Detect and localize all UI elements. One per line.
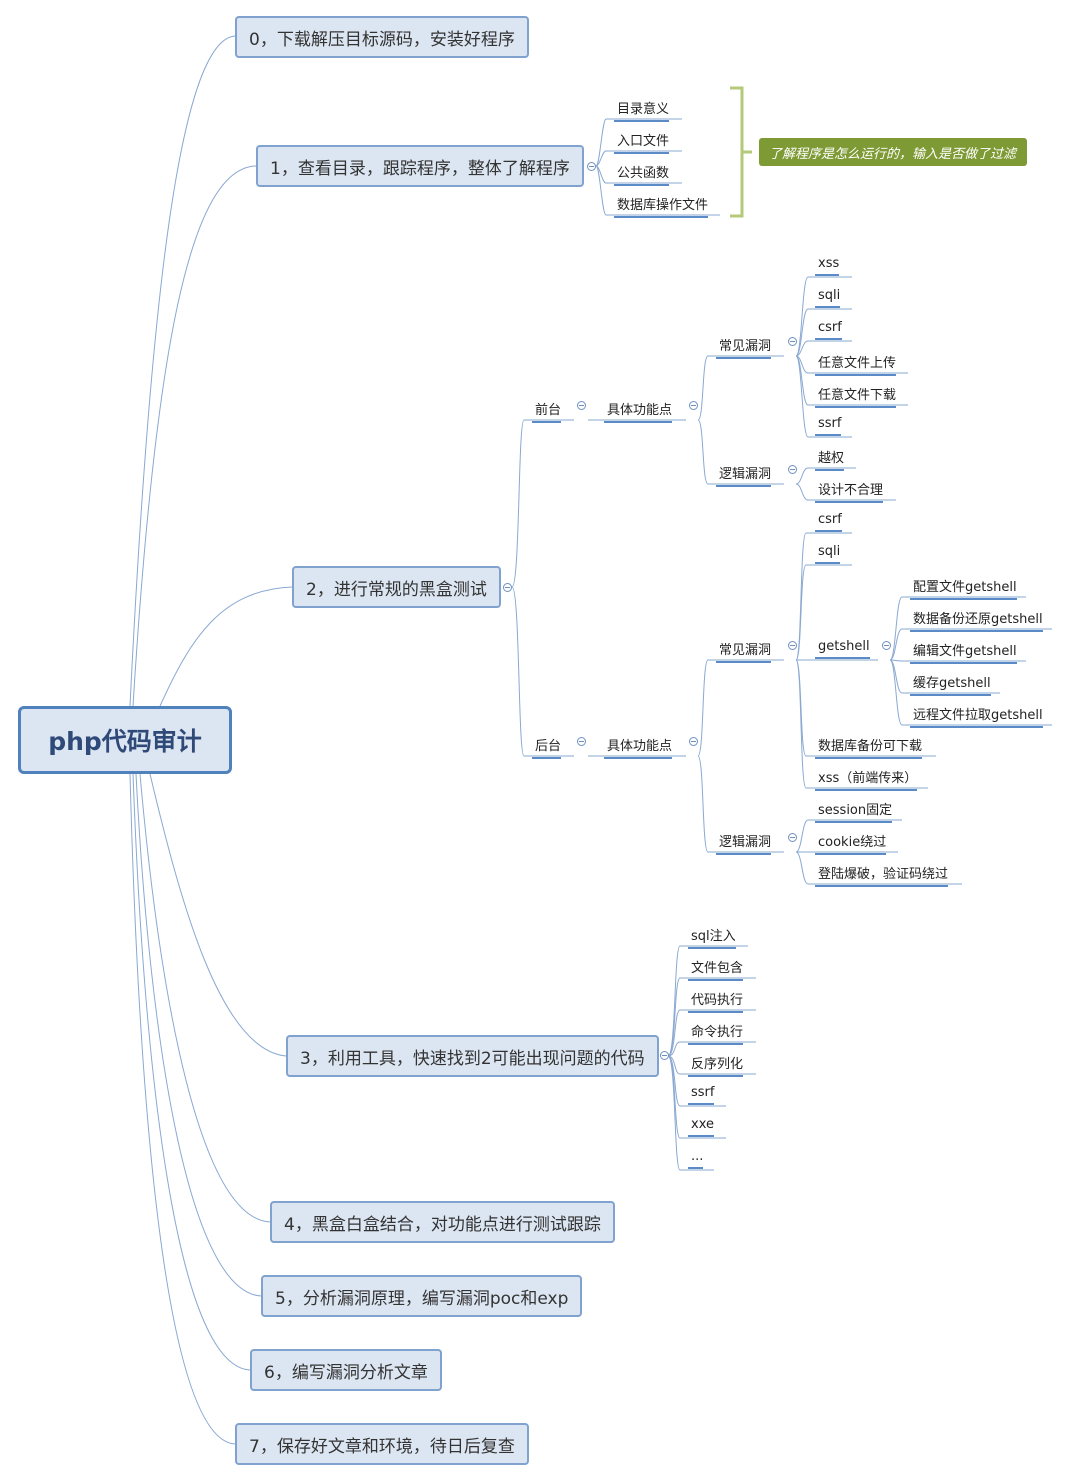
tool-item[interactable]: xxe: [688, 1117, 714, 1137]
connector-root-step5: [135, 773, 262, 1297]
getshell-item[interactable]: 数据备份还原getshell: [910, 608, 1043, 632]
collapse-icon[interactable]: [788, 337, 797, 346]
connector-root-step0: [129, 35, 236, 707]
logic-item[interactable]: 登陆爆破，验证码绕过: [815, 863, 949, 887]
summary-note[interactable]: 了解程序是怎么运行的，输入是否做了过滤: [759, 138, 1027, 166]
getshell-item[interactable]: 配置文件getshell: [910, 576, 1017, 600]
connector-root-step6: [132, 773, 251, 1371]
getshell-item[interactable]: 缓存getshell: [910, 672, 991, 696]
logic-item[interactable]: cookie绕过: [815, 831, 887, 855]
vuln-item[interactable]: sqli: [815, 288, 841, 308]
step1-child[interactable]: 公共函数: [614, 162, 670, 186]
root-node[interactable]: php代码审计: [18, 706, 232, 774]
connector-root-step7: [129, 773, 236, 1445]
getshell-item[interactable]: 远程文件拉取getshell: [910, 704, 1043, 728]
back-feature-node[interactable]: 具体功能点: [604, 735, 673, 759]
logic-item[interactable]: session固定: [815, 799, 893, 823]
step1-child[interactable]: 数据库操作文件: [614, 194, 709, 218]
collapse-icon[interactable]: [503, 583, 512, 592]
vuln-item[interactable]: csrf: [815, 320, 842, 340]
vuln-item[interactable]: sqli: [815, 544, 841, 564]
vuln-item[interactable]: 任意文件下载: [815, 384, 897, 408]
back-common-node[interactable]: 常见漏洞: [716, 639, 772, 663]
collapse-icon[interactable]: [587, 162, 596, 171]
connector-root-step2: [159, 586, 293, 707]
collapse-icon[interactable]: [788, 465, 797, 474]
step-2[interactable]: 2，进行常规的黑盒测试: [292, 566, 501, 608]
getshell-node[interactable]: getshell: [815, 639, 870, 659]
getshell-item[interactable]: 编辑文件getshell: [910, 640, 1017, 664]
collapse-icon[interactable]: [689, 401, 698, 410]
step-4[interactable]: 4，黑盒白盒结合，对功能点进行测试跟踪: [270, 1201, 615, 1243]
vuln-item[interactable]: 数据库备份可下载: [815, 735, 923, 759]
collapse-icon[interactable]: [660, 1051, 669, 1060]
tool-item[interactable]: 反序列化: [688, 1053, 744, 1077]
collapse-icon[interactable]: [577, 401, 586, 410]
tool-item[interactable]: 文件包含: [688, 957, 744, 981]
step-1[interactable]: 1，查看目录，跟踪程序，整体了解程序: [256, 145, 584, 187]
logic-item[interactable]: 越权: [815, 447, 845, 471]
back-logic-node[interactable]: 逻辑漏洞: [716, 831, 772, 855]
tool-item[interactable]: ...: [688, 1149, 704, 1169]
collapse-icon[interactable]: [577, 737, 586, 746]
vuln-item[interactable]: ssrf: [815, 416, 842, 436]
front-common-node[interactable]: 常见漏洞: [716, 335, 772, 359]
tool-item[interactable]: 命令执行: [688, 1021, 744, 1045]
brace: [730, 86, 752, 218]
vuln-item[interactable]: xss（前端传来）: [815, 767, 918, 791]
tool-item[interactable]: 代码执行: [688, 989, 744, 1013]
connector-root-step4: [139, 773, 271, 1223]
connector-root-step1: [132, 165, 257, 707]
front-feature-node[interactable]: 具体功能点: [604, 399, 673, 423]
step-7[interactable]: 7，保存好文章和环境，待日后复查: [235, 1423, 529, 1465]
back-node[interactable]: 后台: [532, 735, 562, 759]
front-logic-node[interactable]: 逻辑漏洞: [716, 463, 772, 487]
tool-item[interactable]: sql注入: [688, 925, 736, 949]
vuln-item[interactable]: csrf: [815, 512, 842, 532]
step-6[interactable]: 6，编写漏洞分析文章: [250, 1349, 442, 1391]
tool-item[interactable]: ssrf: [688, 1085, 715, 1105]
logic-item[interactable]: 设计不合理: [815, 479, 884, 503]
step1-child[interactable]: 目录意义: [614, 98, 670, 122]
connector-root-step3: [149, 773, 287, 1057]
step1-child[interactable]: 入口文件: [614, 130, 670, 154]
collapse-icon[interactable]: [788, 833, 797, 842]
collapse-icon[interactable]: [788, 641, 797, 650]
step-0[interactable]: 0，下载解压目标源码，安装好程序: [235, 16, 529, 58]
step-3[interactable]: 3，利用工具，快速找到2可能出现问题的代码: [286, 1035, 659, 1077]
vuln-item[interactable]: 任意文件上传: [815, 352, 897, 376]
collapse-icon[interactable]: [689, 737, 698, 746]
collapse-icon[interactable]: [882, 641, 891, 650]
front-node[interactable]: 前台: [532, 399, 562, 423]
vuln-item[interactable]: xss: [815, 256, 840, 276]
step-5[interactable]: 5，分析漏洞原理，编写漏洞poc和exp: [261, 1275, 583, 1317]
